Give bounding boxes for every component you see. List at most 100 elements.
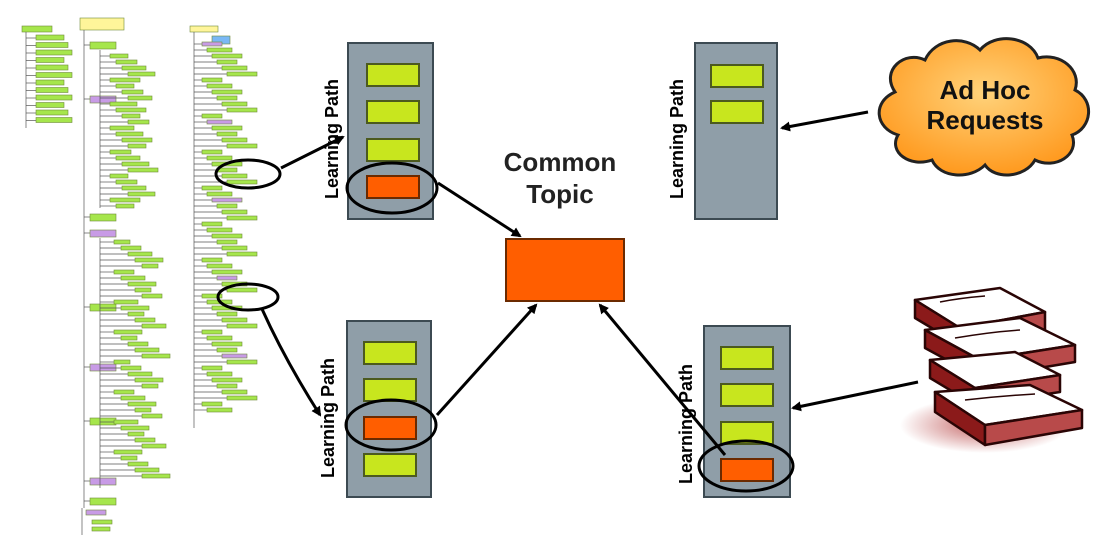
- topic-module-block: [720, 458, 774, 482]
- tree-node: [206, 191, 233, 197]
- tree-node: [216, 311, 238, 317]
- module-block: [363, 453, 417, 477]
- tree-node: [121, 185, 147, 191]
- tree-node: [201, 77, 223, 83]
- tree-node: [211, 341, 243, 347]
- tree-node: [206, 119, 233, 125]
- tree-node: [141, 383, 159, 389]
- tree-node: [120, 365, 142, 371]
- arrow-cloud-to-path: [780, 110, 869, 132]
- tree-node: [201, 185, 223, 191]
- arrow-path-to-topic: [437, 181, 522, 238]
- tree-node: [89, 497, 117, 506]
- tree-node: [79, 17, 125, 31]
- learning-path-column: [347, 42, 434, 220]
- tree-node: [127, 341, 149, 347]
- tree-node: [226, 251, 258, 257]
- tree-node: [134, 257, 164, 263]
- tree-node: [113, 299, 139, 305]
- tree-node: [120, 245, 142, 251]
- tree-node: [120, 395, 146, 401]
- common-topic-box: [505, 238, 625, 302]
- tree-node: [89, 213, 117, 222]
- tree-node: [211, 125, 243, 131]
- common-topic-line-2: Topic: [526, 179, 594, 209]
- learning-path-column: [346, 320, 432, 498]
- ad-hoc-line-2: Requests: [926, 105, 1044, 135]
- tree-node: [113, 269, 135, 275]
- tree-node: [206, 371, 233, 377]
- tree-node: [127, 251, 153, 257]
- tree-node: [120, 275, 146, 281]
- tree-node: [206, 263, 233, 269]
- tree-node: [134, 407, 152, 413]
- tree-node: [127, 191, 156, 197]
- tree-node: [120, 455, 138, 461]
- highlight-ellipse: [345, 161, 439, 215]
- arrow-path-to-topic: [435, 303, 538, 417]
- tree-node: [109, 197, 141, 203]
- module-block: [720, 383, 774, 407]
- learning-path-column: [703, 325, 791, 498]
- tree-node: [134, 347, 160, 353]
- tree-node: [226, 287, 258, 293]
- learning-path-column: [694, 42, 778, 220]
- tree-node: [206, 47, 233, 53]
- tree-node: [201, 113, 223, 119]
- tree-node: [115, 155, 141, 161]
- tree-node: [134, 287, 152, 293]
- tree-node: [226, 359, 258, 365]
- tree-node: [35, 79, 65, 86]
- arrow-books-to-path: [791, 380, 919, 412]
- tree-node: [35, 109, 69, 116]
- tree-node: [226, 215, 258, 221]
- tree-node: [211, 197, 243, 203]
- tree-node: [221, 245, 248, 251]
- tree-node: [206, 227, 233, 233]
- tree-node: [216, 131, 238, 137]
- tree-node: [127, 119, 150, 125]
- tree-node: [35, 34, 65, 41]
- module-block: [720, 346, 774, 370]
- tree-node: [127, 431, 145, 437]
- tree-node: [201, 329, 223, 335]
- tree-node: [206, 155, 233, 161]
- tree-node: [226, 71, 258, 77]
- tree-highlight-ellipse: [216, 282, 280, 312]
- tree-node: [127, 281, 157, 287]
- tree-node: [35, 117, 73, 123]
- tree-node: [127, 461, 149, 467]
- tree-node: [35, 94, 73, 101]
- tree-node: [127, 371, 153, 377]
- tree-node: [120, 425, 150, 431]
- tree-node: [127, 167, 159, 173]
- tree-node: [216, 203, 238, 209]
- tree-node: [109, 173, 129, 179]
- tree-node: [127, 311, 145, 317]
- cloud-shape: [877, 37, 1091, 177]
- tree-node: [109, 53, 129, 59]
- tree-node: [120, 335, 138, 341]
- tree-node: [221, 317, 248, 323]
- topic-tree-graphic: [21, 17, 258, 535]
- tree-node: [134, 377, 164, 383]
- tree-node: [109, 77, 141, 83]
- common-topic-line-1: Common: [503, 147, 617, 177]
- tree-node: [201, 149, 223, 155]
- module-block: [366, 63, 420, 87]
- tree-node: [89, 363, 117, 372]
- tree-node: [115, 131, 144, 137]
- tree-node: [113, 419, 139, 425]
- tree-node: [115, 59, 138, 65]
- tree-node: [121, 89, 144, 95]
- tree-node: [206, 83, 233, 89]
- tree-node: [206, 407, 233, 413]
- tree-node: [113, 239, 131, 245]
- tree-node: [226, 107, 258, 113]
- tree-node: [216, 383, 238, 389]
- tree-node: [141, 353, 171, 359]
- tree-node: [141, 473, 171, 479]
- tree-node: [221, 137, 248, 143]
- tree-node: [115, 203, 135, 209]
- tree-node: [120, 305, 150, 311]
